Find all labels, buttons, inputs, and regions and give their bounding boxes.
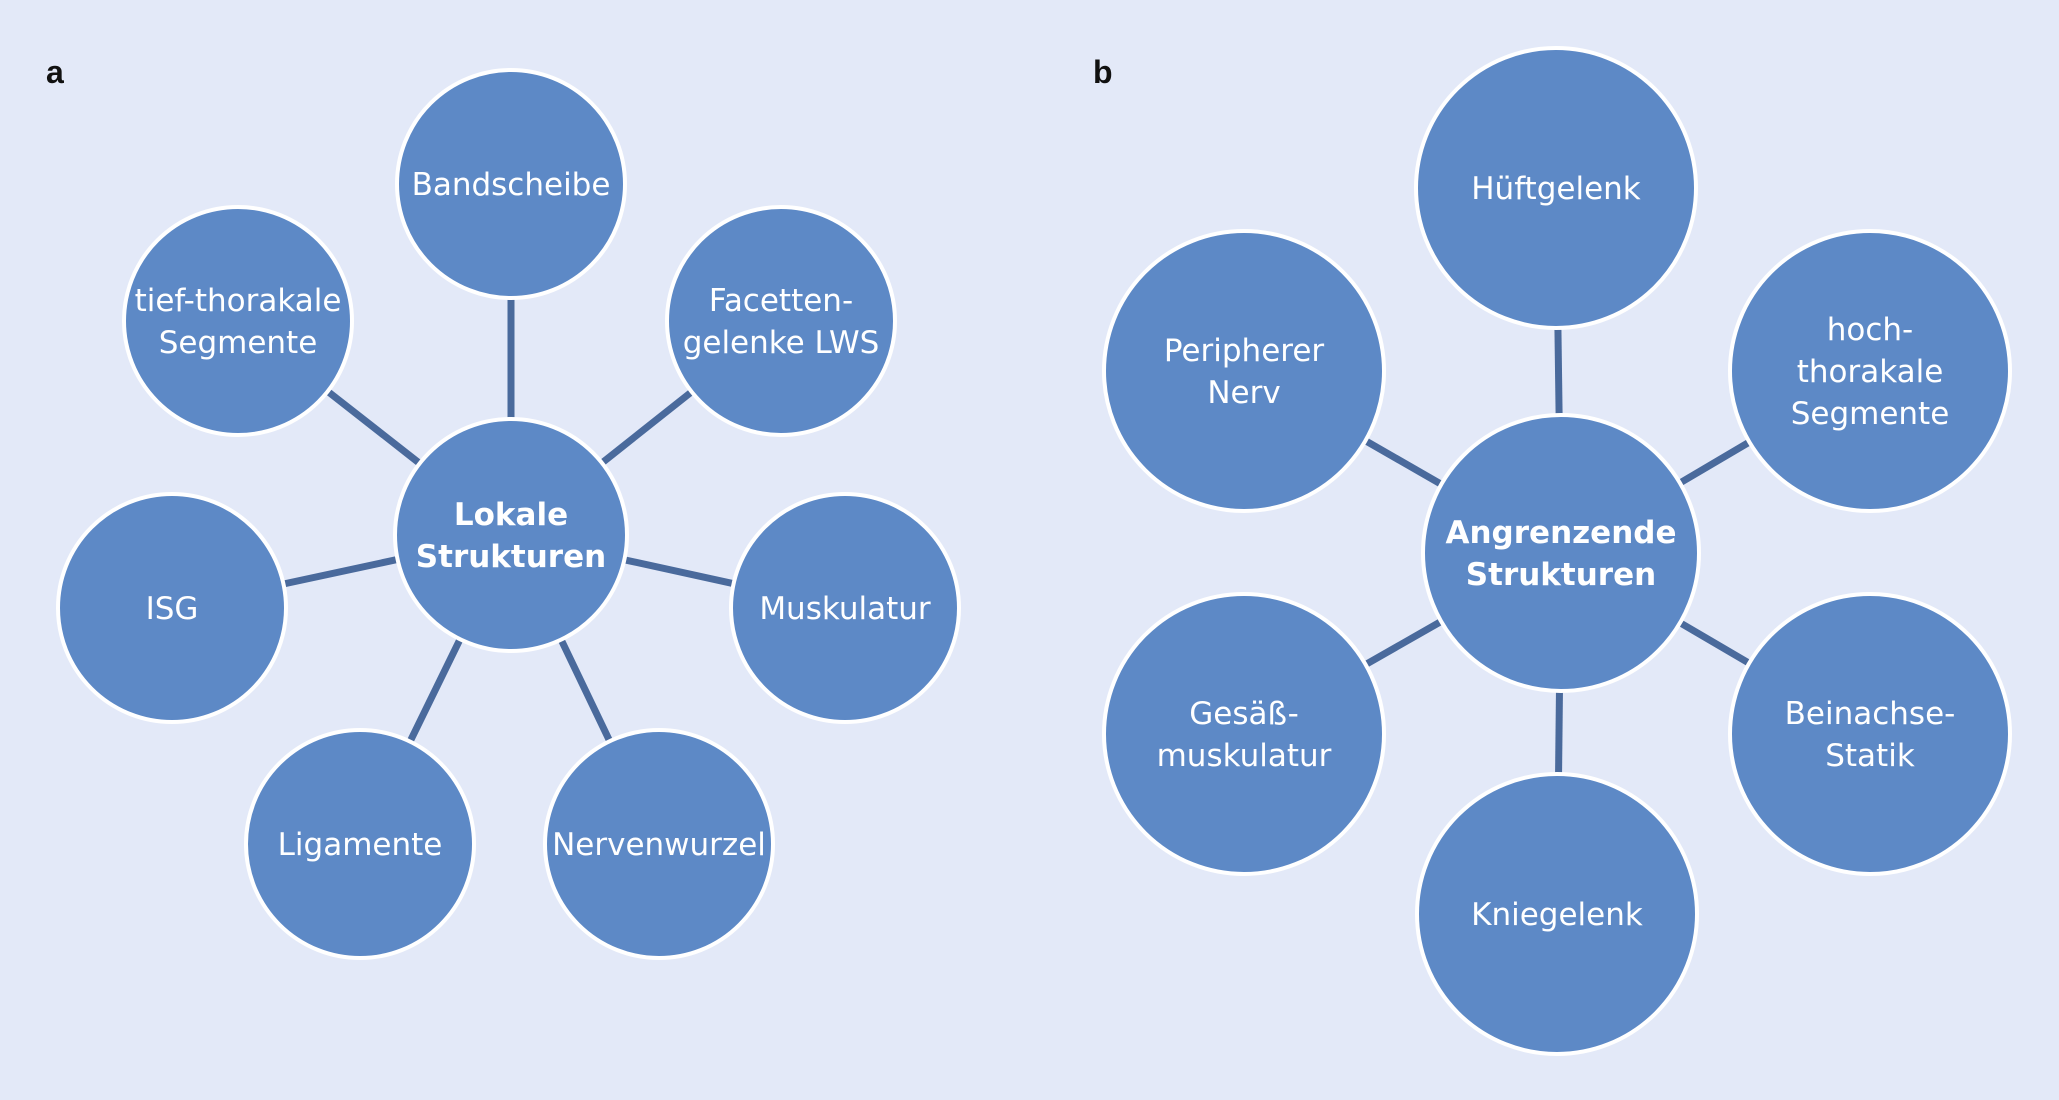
panel-a-node-facettengelenke-lws: Facetten-gelenke LWS (665, 205, 897, 437)
panel-b-letter: b (1093, 54, 1113, 90)
panel-b-edge-beinachse-statik (1678, 619, 1751, 667)
panel-a-node-tief-thorakale-segmente-label-line-2: Segmente (159, 325, 318, 361)
panel-a-edge-muskulatur (623, 556, 735, 588)
panel-b-node-hoch-thorakale-segmente-label-line-1: hoch- (1827, 312, 1914, 348)
panel-b-node-circle-peripherer-nerv (1102, 229, 1386, 513)
panel-a-node-nervenwurzel-label-line-1: Nervenwurzel (552, 827, 766, 863)
panel-a-node-muskulatur: Muskulatur (729, 492, 961, 724)
panel-b-center-label-line-2: Strukturen (1466, 557, 1656, 593)
panel-b-node-gesaess-muskulatur-label-line-2: muskulatur (1157, 738, 1332, 774)
panel-b-node-circle-kniegelenk (1415, 772, 1699, 1056)
panel-a-letter: a (46, 54, 64, 90)
panel-b-diagram: Hüftgelenk hoch-thorakaleSegmenteBeinachs… (1102, 46, 2012, 1056)
panel-a-node-ligamente-label-line-1: Ligamente (278, 827, 443, 863)
panel-a-node-isg-label-line-1: ISG (146, 591, 199, 627)
panel-b-nodes: Hüftgelenk hoch-thorakaleSegmenteBeinachs… (1102, 46, 2012, 1056)
panel-b-node-beinachse-statik-label-line-1: Beinachse- (1785, 696, 1956, 732)
panel-a-node-facettengelenke-lws-label-line-1: Facetten- (709, 283, 853, 319)
panel-b-node-circle-gesaess-muskulatur (1102, 592, 1386, 876)
panel-a-node-nervenwurzel: Nervenwurzel (543, 728, 775, 960)
panel-b-edge-hoch-thorakale-segmente (1678, 439, 1752, 486)
panel-a-node-ligamente: Ligamente (244, 728, 476, 960)
panel-b-node-circle-hoch-thorakale-segmente (1728, 229, 2012, 513)
panel-b-edges (1363, 327, 1752, 775)
panel-b-node-kniegelenk-label-line-1: Kniegelenk (1471, 897, 1643, 933)
panel-b-node-circle-hueftgelenk (1414, 46, 1698, 330)
panel-a-center-circle (393, 417, 629, 653)
panel-a-node-facettengelenke-lws-label-line-2: gelenke LWS (683, 325, 880, 361)
panel-b-node-hoch-thorakale-segmente-label-line-3: Segmente (1791, 396, 1950, 432)
panel-a-node-circle-facettengelenke-lws (665, 205, 897, 437)
panel-b-center-label-line-1: Angrenzende (1446, 515, 1677, 551)
panel-a-center-label-line-1: Lokale (454, 497, 568, 533)
panel-a-node-circle-bandscheibe (395, 68, 627, 300)
panel-a-node-circle-nervenwurzel (543, 728, 775, 960)
panel-b-node-peripherer-nerv-label-line-2: Nerv (1207, 375, 1280, 411)
panel-b-node-beinachse-statik-label-line-2: Statik (1825, 738, 1915, 774)
panel-a-node-tief-thorakale-segmente-label-line-1: tief-thorakale (135, 283, 342, 319)
panel-b-node-hoch-thorakale-segmente-label-line-2: thorakale (1797, 354, 1944, 390)
panel-b-node-hueftgelenk: Hüftgelenk (1414, 46, 1698, 330)
panel-b-node-beinachse-statik: Beinachse- Statik (1728, 592, 2012, 876)
panel-b-edge-hueftgelenk (1554, 327, 1563, 416)
panel-a-node-circle-muskulatur (729, 492, 961, 724)
panel-b-node-gesaess-muskulatur: Gesäß-muskulatur (1102, 592, 1386, 876)
panel-b-center-circle (1421, 413, 1701, 693)
panel-b-node-gesaess-muskulatur-label-line-1: Gesäß- (1189, 696, 1299, 732)
panel-a-edge-nervenwurzel (557, 638, 613, 743)
panel-b-edge-kniegelenk (1555, 690, 1563, 775)
panel-b-node-hueftgelenk-label-line-1: Hüftgelenk (1471, 171, 1641, 207)
panel-b-node-peripherer-nerv-label-line-1: Peripherer (1164, 333, 1325, 369)
panel-a-node-circle-tief-thorakale-segmente (122, 205, 354, 437)
panel-a-edge-isg (282, 555, 399, 588)
panel-a-node-muskulatur-label-line-1: Muskulatur (759, 591, 931, 627)
panel-b-edge-gesaess-muskulatur (1363, 618, 1443, 668)
panel-a-edge-ligamente (406, 637, 464, 744)
panel-b-node-kniegelenk: Kniegelenk (1415, 772, 1699, 1056)
panel-b-edge-peripherer-nerv (1363, 437, 1444, 488)
panel-b-node-circle-beinachse-statik (1728, 592, 2012, 876)
panel-a-node-isg: ISG (56, 492, 288, 724)
panel-a-center-label-line-2: Strukturen (416, 539, 606, 575)
panel-a-edges (282, 298, 735, 744)
panel-a-node-bandscheibe-label-line-1: Bandscheibe (412, 167, 611, 203)
panel-a-edge-tief-thorakale-segmente (325, 388, 422, 467)
panel-a-edge-facettengelenke-lws (599, 389, 694, 466)
panel-a-node-circle-ligamente (244, 728, 476, 960)
panel-a-node-bandscheibe: Bandscheibe (395, 68, 627, 300)
panel-a-node-circle-isg (56, 492, 288, 724)
